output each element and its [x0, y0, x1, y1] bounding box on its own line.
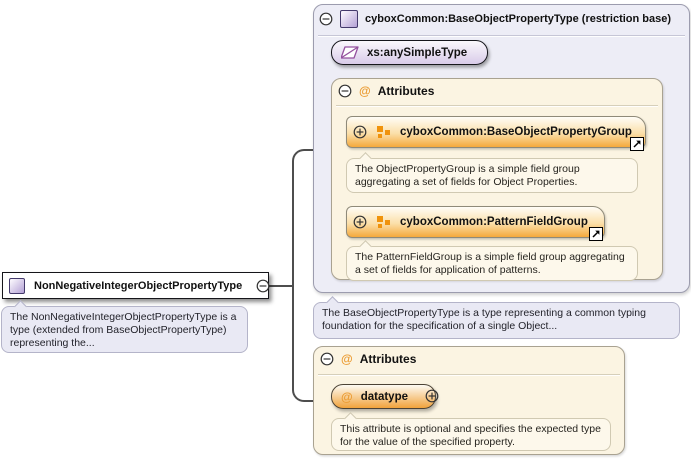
jump-to-definition-icon[interactable]	[630, 137, 644, 151]
at-icon: @	[341, 389, 353, 404]
complex-type-icon	[340, 10, 358, 28]
connector-bracket	[292, 149, 315, 402]
divider	[318, 35, 685, 36]
attribute-datatype[interactable]: @ datatype	[331, 384, 436, 409]
expand-toggle-icon[interactable]	[353, 215, 367, 229]
attribute-group-tooltip: The ObjectPropertyGroup is a simple fiel…	[346, 158, 638, 193]
attribute-group-icon	[377, 215, 390, 228]
attribute-group-label: cyboxCommon:BaseObjectPropertyGroup	[400, 126, 632, 138]
simple-type-icon	[341, 46, 359, 59]
attribute-group-tooltip: The PatternFieldGroup is a simple field …	[346, 246, 638, 281]
collapse-toggle-icon[interactable]	[256, 279, 270, 293]
collapse-toggle-icon[interactable]	[338, 84, 352, 98]
connector-stub	[269, 285, 293, 287]
divider	[336, 105, 658, 106]
simple-type-pill[interactable]: xs:anySimpleType	[331, 40, 488, 65]
complex-type-icon	[9, 277, 25, 294]
attribute-name: datatype	[360, 390, 408, 403]
attribute-group-label: cyboxCommon:PatternFieldGroup	[400, 216, 588, 228]
type-node-title: NonNegativeIntegerObjectPropertyType	[34, 279, 243, 292]
base-type-header: cyboxCommon:BaseObjectPropertyType (rest…	[319, 10, 671, 28]
attributes-label: Attributes	[359, 352, 417, 366]
attributes-header: @ Attributes	[320, 352, 416, 366]
expand-toggle-icon[interactable]	[425, 389, 439, 403]
attribute-group-icon	[377, 125, 390, 138]
attributes-header: @ Attributes	[338, 84, 434, 98]
collapse-toggle-icon[interactable]	[319, 12, 333, 26]
simple-type-label: xs:anySimpleType	[367, 46, 468, 59]
attributes-label: Attributes	[377, 84, 435, 98]
collapse-toggle-icon[interactable]	[320, 352, 334, 366]
attribute-group-baseobjectpropertygroup[interactable]: cyboxCommon:BaseObjectPropertyGroup	[346, 116, 646, 151]
jump-to-definition-icon[interactable]	[589, 227, 603, 241]
base-type-panel: cyboxCommon:BaseObjectPropertyType (rest…	[313, 4, 690, 293]
attributes-panel-base: @ Attributes cyboxCommon:BaseObjectPrope…	[331, 78, 663, 281]
attribute-tooltip: This attribute is optional and specifies…	[331, 418, 611, 451]
type-node-nonnegativeinteger[interactable]: NonNegativeIntegerObjectPropertyType	[2, 272, 269, 299]
expand-toggle-icon[interactable]	[353, 125, 367, 139]
at-icon: @	[341, 352, 353, 366]
base-type-tooltip: The BaseObjectPropertyType is a type rep…	[313, 302, 680, 339]
base-type-title: cyboxCommon:BaseObjectPropertyType (rest…	[365, 13, 672, 25]
attribute-group-patternfieldgroup[interactable]: cyboxCommon:PatternFieldGroup	[346, 206, 605, 241]
attributes-panel-own: @ Attributes @ datatype This attribute i…	[313, 346, 625, 455]
type-node-tooltip: The NonNegativeIntegerObjectPropertyType…	[1, 306, 248, 353]
divider	[318, 374, 620, 375]
at-icon: @	[359, 84, 371, 98]
